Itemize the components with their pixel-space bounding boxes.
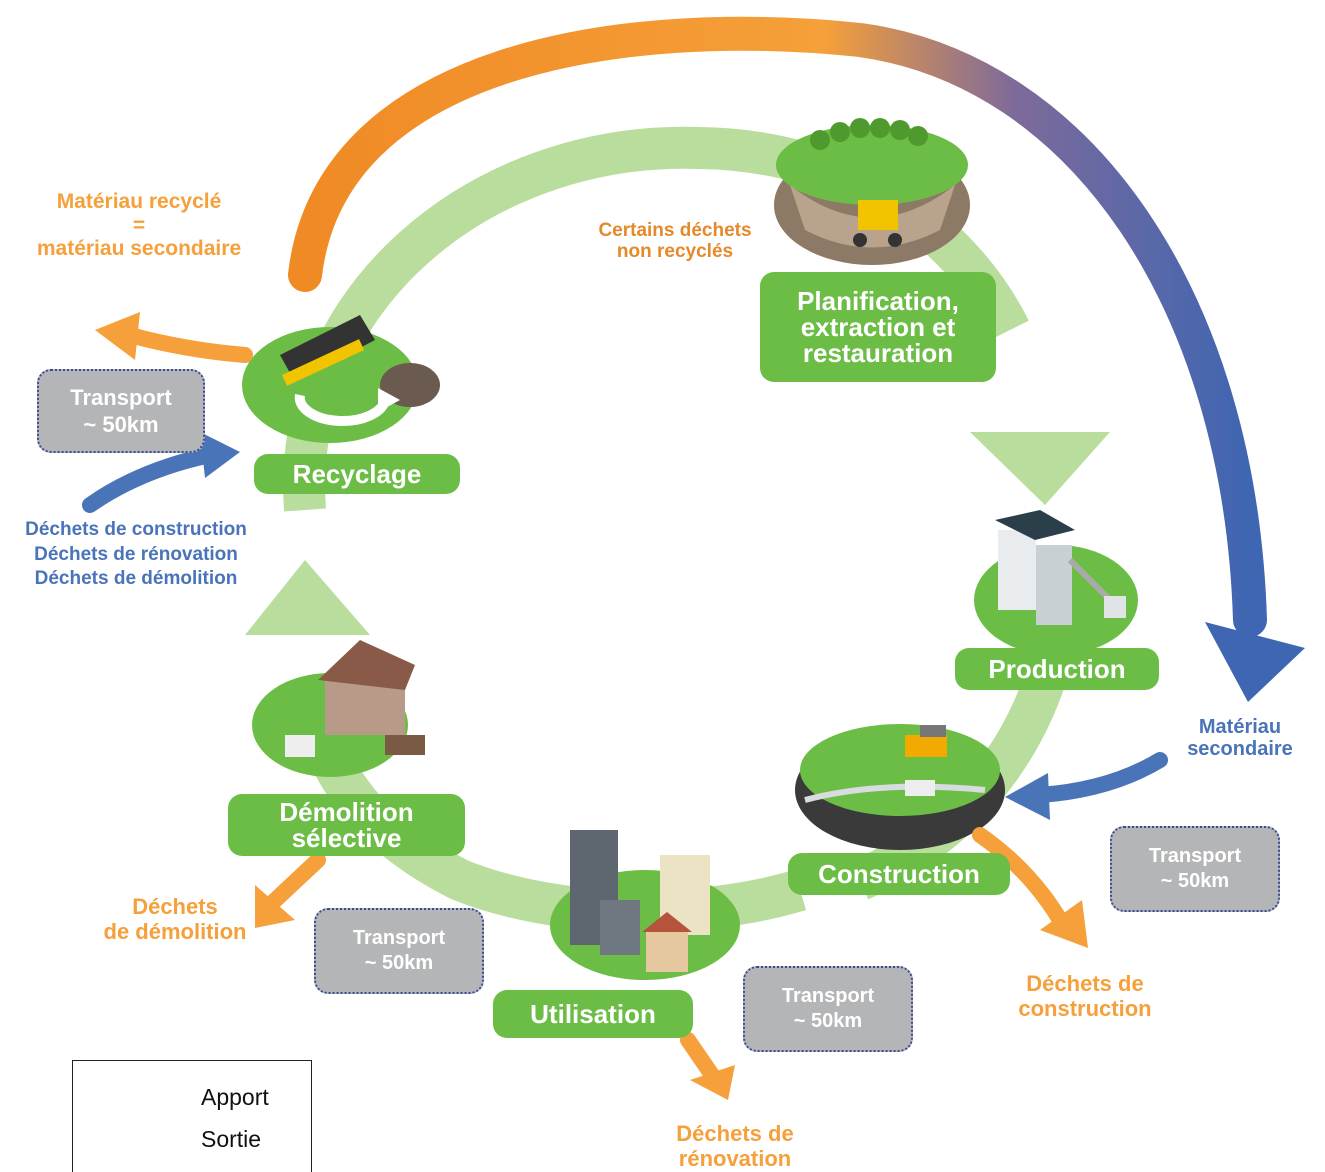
transport-distance: ~ 50km xyxy=(364,952,434,974)
renovation-output-arrowhead xyxy=(690,1065,735,1100)
transport-box-recyclage: Transport ~ 50km xyxy=(37,369,205,453)
label-materiau-recycle-line3: matériau secondaire xyxy=(36,237,242,261)
legend-apport-label: Apport xyxy=(201,1084,269,1110)
label-dechets-renovation-line2: rénovation xyxy=(678,1145,792,1171)
stage-utilisation-label: Utilisation xyxy=(530,999,656,1029)
transport-box-demolition: Transport ~ 50km xyxy=(314,908,484,994)
stage-construction-label: Construction xyxy=(818,859,980,889)
waste-input-arrow xyxy=(82,447,218,513)
demolition-output-arrowhead xyxy=(255,885,295,928)
label-dechets-demolition-line2: de démolition xyxy=(103,918,247,944)
secondary-input-arrowhead xyxy=(1005,773,1050,820)
road-construction-icon xyxy=(804,725,986,803)
label-dechets-demolition-line1: Déchets xyxy=(132,894,218,919)
label-materiau-recycle-line1: Matériau recyclé xyxy=(56,190,222,213)
label-dechets-renovation: Déchets de rénovation xyxy=(640,1121,830,1171)
label-certains-dechets-line2: non recyclés xyxy=(616,241,734,263)
legend: Apport Sortie xyxy=(72,1060,312,1172)
legend-sortie-label: Sortie xyxy=(201,1126,262,1152)
transport-distance: ~ 50km xyxy=(83,412,159,437)
construction-output-arrowhead xyxy=(1040,900,1088,948)
stage-production: Production xyxy=(955,648,1159,690)
label-materiau-recycle-line2: = xyxy=(132,213,146,237)
stage-demolition: Démolition sélective xyxy=(228,794,465,856)
stage-planification: Planification, extraction et restauratio… xyxy=(760,272,996,382)
stage-planification-line1: Planification, xyxy=(797,286,959,316)
waste-input-arrowhead xyxy=(200,432,240,478)
label-dechets-input: Déchets de construction Déchets de rénov… xyxy=(0,518,272,592)
label-certains-dechets: Certains déchets non recyclés xyxy=(570,220,780,263)
stage-utilisation: Utilisation xyxy=(493,990,693,1038)
transport-label: Transport xyxy=(352,927,446,949)
stage-recyclage-label: Recyclage xyxy=(292,459,422,489)
transport-label: Transport xyxy=(781,985,875,1007)
buildings-icon xyxy=(570,830,710,972)
transport-box-construction: Transport ~ 50km xyxy=(1110,826,1280,912)
transport-label: Transport xyxy=(70,384,172,410)
label-dechets-construction: Déchets de construction xyxy=(990,971,1180,1021)
transport-distance: ~ 50km xyxy=(793,1010,863,1032)
stage-construction: Construction xyxy=(788,853,1010,895)
construction-output-arrow xyxy=(972,827,1068,928)
label-dechets-construction-line1: Déchets de xyxy=(1026,971,1144,996)
recycled-output-arrow xyxy=(122,327,253,363)
label-dechets-construction-line2: construction xyxy=(1018,995,1152,1021)
stage-planification-line2: extraction et xyxy=(800,312,956,342)
demolition-output-arrow xyxy=(262,852,326,913)
label-dechets-demolition-input: Déchets de démolition xyxy=(34,568,238,590)
recycled-output-arrowhead xyxy=(95,312,140,360)
stage-demolition-line1: Démolition xyxy=(279,797,414,827)
cycle-arrowhead-right xyxy=(970,432,1110,505)
label-materiau-recycle: Matériau recyclé = matériau secondaire xyxy=(0,190,278,261)
transport-box-utilisation: Transport ~ 50km xyxy=(743,966,913,1052)
label-materiau-secondaire-line2: secondaire xyxy=(1187,738,1293,761)
outer-arc-arrow xyxy=(288,16,1267,637)
label-dechets-renovation-input: Déchets de rénovation xyxy=(34,543,238,565)
cycle-arrowhead-left xyxy=(245,560,370,635)
stage-recyclage: Recyclage xyxy=(254,454,460,494)
stage-production-label: Production xyxy=(988,654,1126,684)
label-dechets-renovation-line1: Déchets de xyxy=(676,1121,794,1146)
label-dechets-construction-input: Déchets de construction xyxy=(25,519,247,540)
outer-arc-arrowhead xyxy=(1205,622,1305,702)
transport-label: Transport xyxy=(1148,845,1242,867)
house-demolition-icon xyxy=(285,640,425,757)
label-certains-dechets-line1: Certains déchets xyxy=(598,220,752,241)
factory-icon xyxy=(995,510,1126,625)
renovation-output-arrow xyxy=(680,1032,720,1083)
stage-planification-line3: restauration xyxy=(802,338,954,368)
label-dechets-demolition: Déchets de démolition xyxy=(70,894,280,944)
secondary-input-arrow xyxy=(1032,752,1168,803)
label-materiau-secondaire: Matériau secondaire xyxy=(1160,716,1320,761)
stage-demolition-line2: sélective xyxy=(291,823,402,853)
quarry-icon xyxy=(790,118,955,248)
conveyor-recycling-icon xyxy=(280,315,440,426)
label-materiau-secondaire-line1: Matériau xyxy=(1198,716,1282,738)
transport-distance: ~ 50km xyxy=(1160,870,1230,892)
